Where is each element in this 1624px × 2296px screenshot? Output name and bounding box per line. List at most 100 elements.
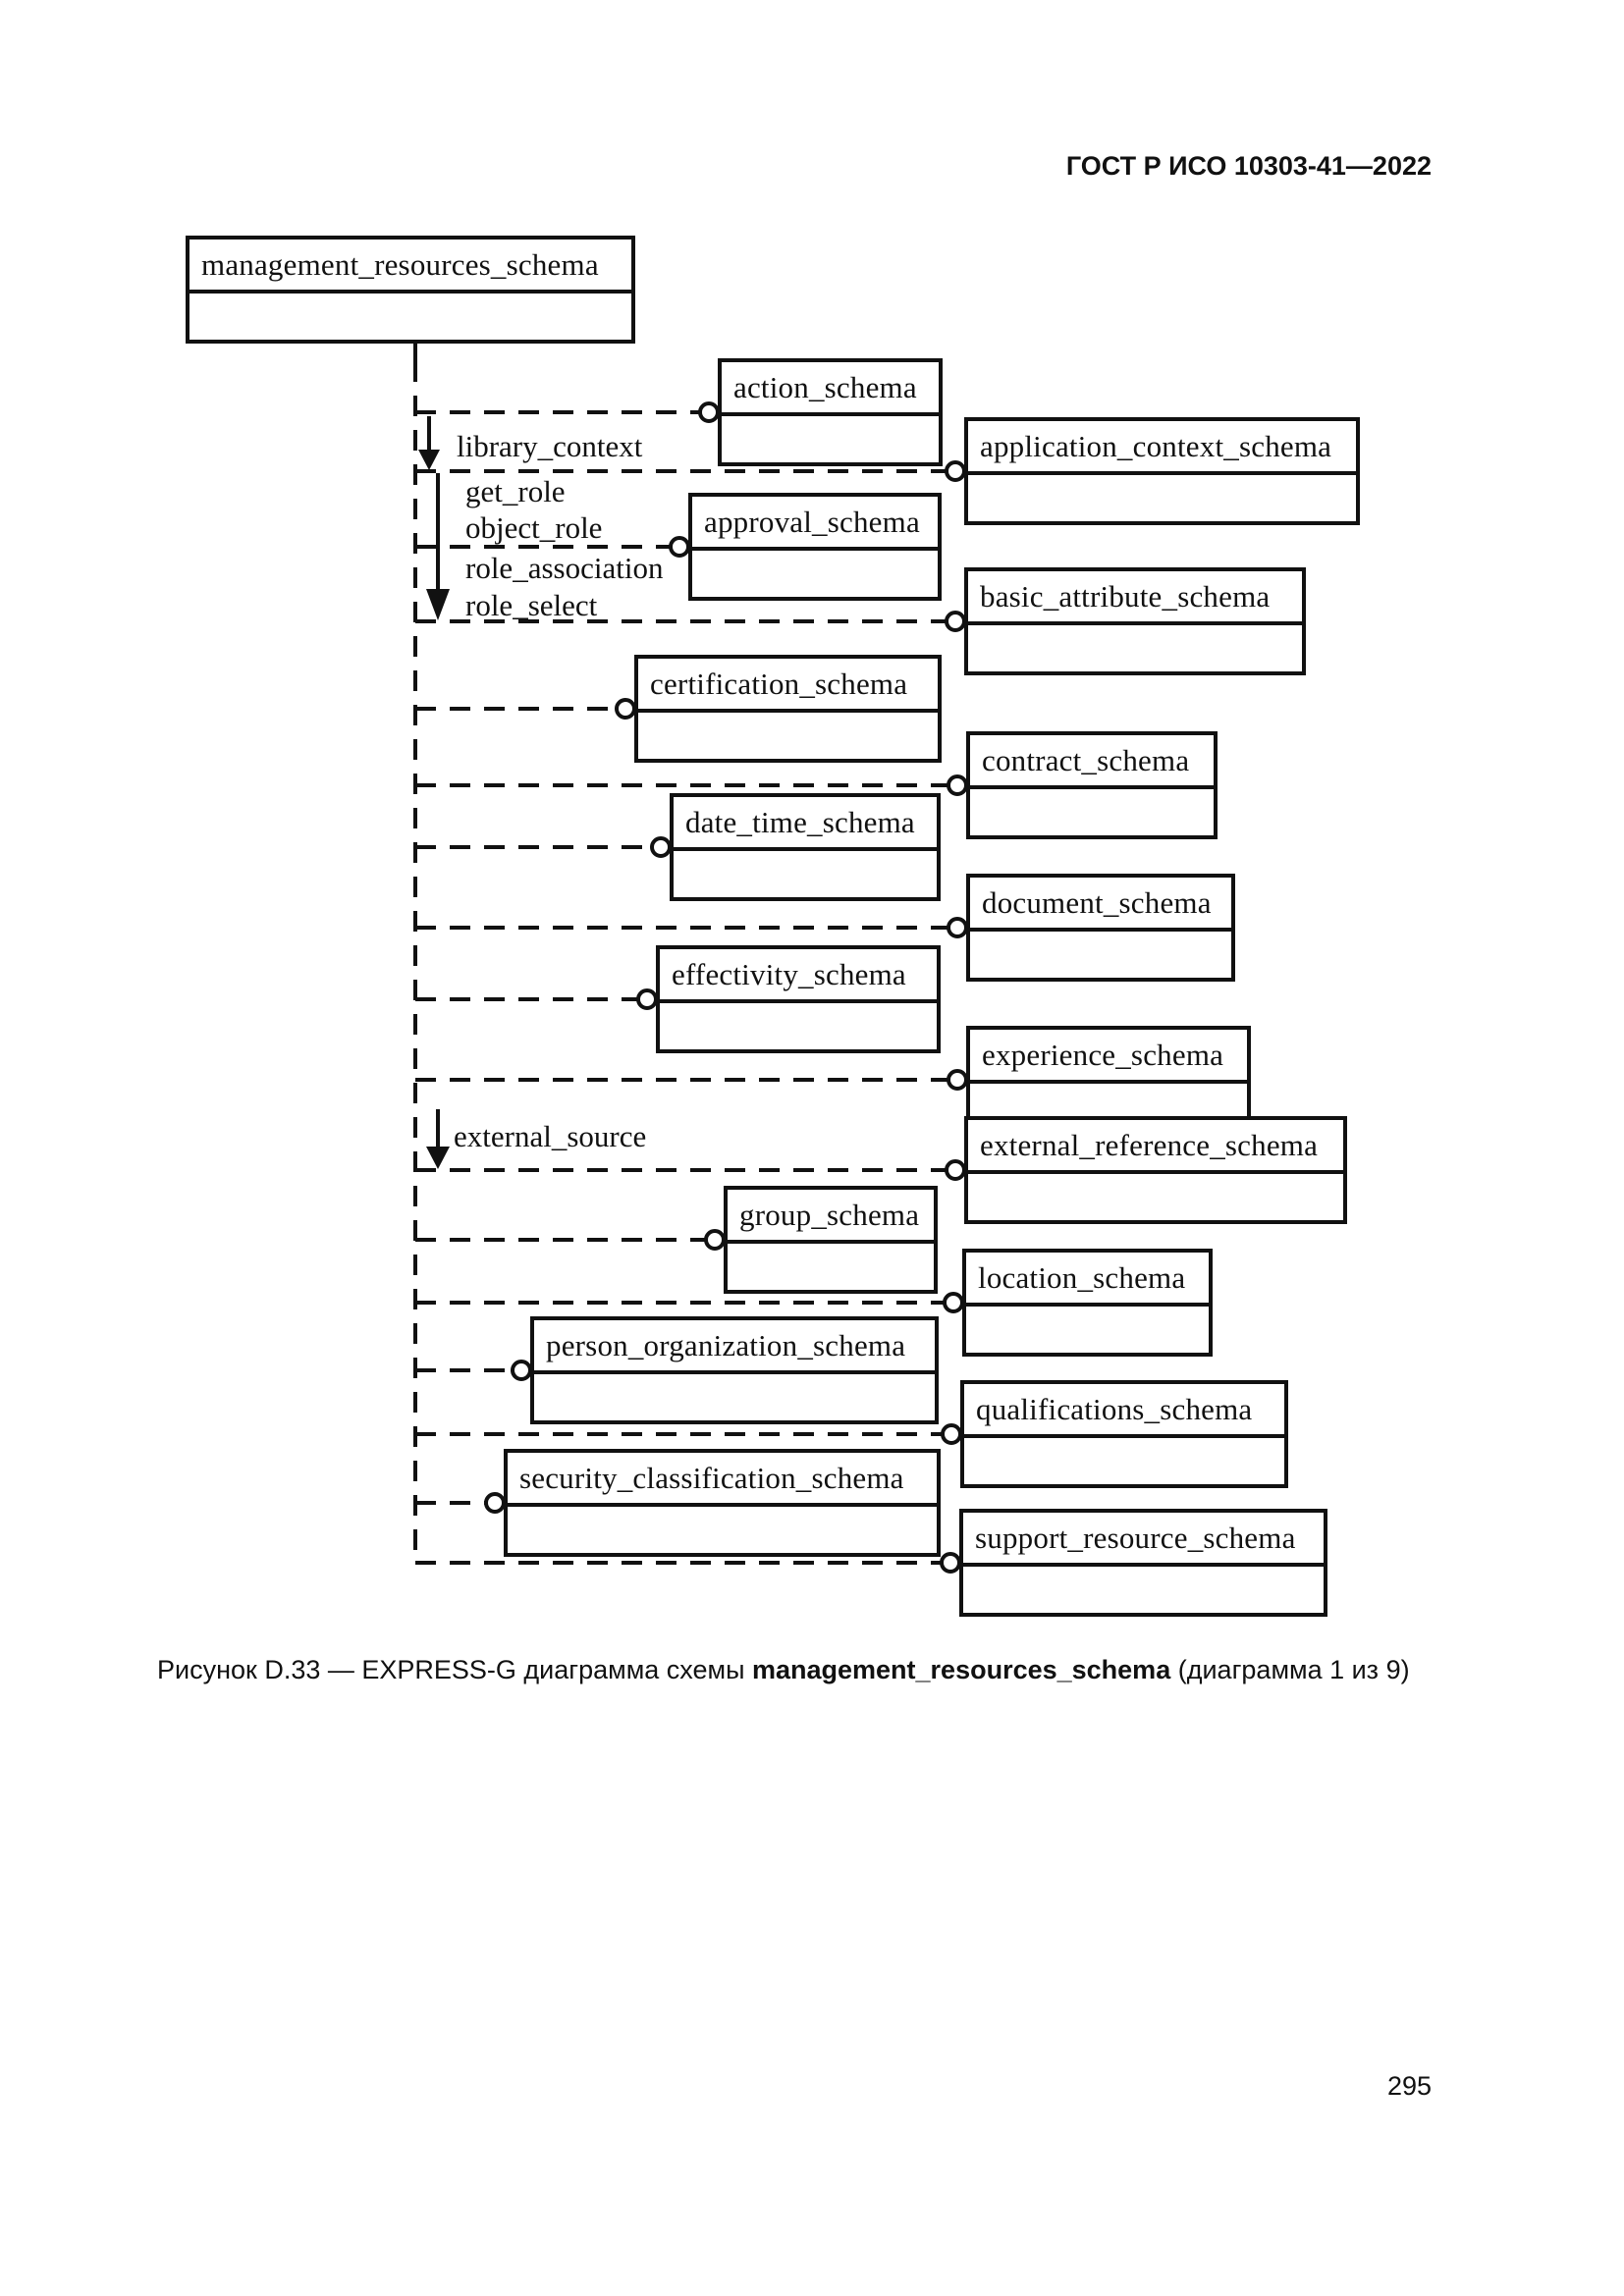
schema-box-title: effectivity_schema — [660, 949, 937, 1003]
schema-box-title: qualifications_schema — [964, 1384, 1284, 1438]
schema-box-title: date_time_schema — [674, 797, 937, 851]
interface-circle-effectivity-schema — [636, 988, 658, 1010]
schema-box-title: security_classification_schema — [508, 1453, 937, 1507]
interface-circle-support-resource-schema — [940, 1552, 961, 1574]
schema-label: management_resources_schema — [201, 246, 599, 282]
schema-box-qualifications: qualifications_schema — [960, 1380, 1288, 1488]
schema-label: person_organization_schema — [546, 1327, 906, 1362]
schema-box-body — [964, 1438, 1284, 1484]
schema-box-title: application_context_schema — [968, 421, 1356, 475]
interface-circle-action-schema — [698, 401, 720, 423]
schema-label: support_resource_schema — [975, 1520, 1296, 1555]
arrowhead-roles-icon — [426, 589, 450, 620]
schema-box-management-resources: management_resources_schema — [186, 236, 635, 344]
schema-label: qualifications_schema — [976, 1391, 1253, 1426]
ref-label-library-context: library_context — [457, 429, 643, 463]
schema-box-location: location_schema — [962, 1249, 1213, 1357]
schema-box-group: group_schema — [724, 1186, 938, 1294]
schema-box-contract: contract_schema — [966, 731, 1218, 839]
schema-box-title: management_resources_schema — [189, 240, 631, 294]
interface-circle-document-schema — [947, 917, 968, 938]
schema-box-certification: certification_schema — [634, 655, 942, 763]
schema-box-body — [968, 1174, 1343, 1220]
schema-box-body — [534, 1374, 935, 1420]
arrowhead-external-source-icon — [426, 1147, 450, 1169]
schema-box-title: contract_schema — [970, 735, 1214, 789]
schema-box-title: certification_schema — [638, 659, 938, 713]
schema-label: effectivity_schema — [672, 956, 906, 991]
caption-schema-name: management_resources_schema — [751, 1655, 1171, 1684]
schema-box-action: action_schema — [718, 358, 943, 466]
schema-box-title: location_schema — [966, 1253, 1209, 1307]
schema-box-title: external_reference_schema — [968, 1120, 1343, 1174]
arrowhead-library-context-icon — [418, 450, 440, 470]
schema-box-basic-attribute: basic_attribute_schema — [964, 567, 1306, 675]
schema-box-title: experience_schema — [970, 1030, 1247, 1084]
interface-circle-qualifications-schema — [941, 1423, 962, 1445]
interface-circle-certification-schema — [615, 698, 636, 720]
schema-box-body — [692, 551, 938, 597]
schema-box-body — [660, 1003, 937, 1049]
interface-circle-location-schema — [943, 1292, 964, 1313]
schema-box-body — [970, 932, 1231, 978]
ref-label-external-source: external_source — [454, 1119, 647, 1153]
schema-box-body — [966, 1307, 1209, 1353]
schema-box-title: basic_attribute_schema — [968, 571, 1302, 625]
schema-label: basic_attribute_schema — [980, 578, 1271, 614]
page-number: 295 — [1386, 2071, 1432, 2101]
interface-circle-contract-schema — [947, 774, 968, 796]
schema-box-title: person_organization_schema — [534, 1320, 935, 1374]
schema-label: security_classification_schema — [519, 1460, 904, 1495]
schema-box-date-time: date_time_schema — [670, 793, 941, 901]
interface-circle-experience-schema — [947, 1069, 968, 1091]
interface-circle-external-reference-schema — [945, 1159, 966, 1181]
schema-label: certification_schema — [650, 666, 908, 701]
interface-circle-person-organization-schema — [511, 1360, 532, 1381]
schema-label: experience_schema — [982, 1037, 1224, 1072]
ref-label-object-role: object_role — [465, 510, 603, 545]
schema-box-title: document_schema — [970, 878, 1231, 932]
schema-box-body — [722, 416, 939, 462]
schema-box-document: document_schema — [966, 874, 1235, 982]
interface-circle-application-context-schema — [945, 460, 966, 482]
interface-circle-security-classification-schema — [484, 1492, 506, 1514]
schema-box-body — [508, 1507, 937, 1553]
schema-box-title: approval_schema — [692, 497, 938, 551]
caption-suffix: (диаграмма 1 из 9) — [1170, 1655, 1410, 1684]
schema-box-body — [968, 475, 1356, 521]
schema-box-body — [189, 294, 631, 340]
schema-box-body — [970, 789, 1214, 835]
schema-box-body — [728, 1244, 934, 1290]
schema-box-title: group_schema — [728, 1190, 934, 1244]
schema-label: location_schema — [978, 1259, 1186, 1295]
interface-circle-basic-attribute-schema — [945, 611, 966, 632]
schema-box-security-classification: security_classification_schema — [504, 1449, 941, 1557]
schema-box-support-resource: support_resource_schema — [959, 1509, 1327, 1617]
schema-label: application_context_schema — [980, 428, 1332, 463]
ref-label-get-role: get_role — [465, 474, 566, 508]
schema-box-external-reference: external_reference_schema — [964, 1116, 1347, 1224]
interface-circle-date-time-schema — [650, 836, 672, 858]
interface-circle-group-schema — [704, 1229, 726, 1251]
caption-prefix: Рисунок D.33 — EXPRESS-G диаграмма схемы — [157, 1655, 752, 1684]
schema-box-title: support_resource_schema — [963, 1513, 1324, 1567]
interface-circle-approval-schema — [669, 536, 690, 558]
schema-label: contract_schema — [982, 742, 1190, 777]
schema-box-body — [968, 625, 1302, 671]
schema-box-body — [638, 713, 938, 759]
schema-box-effectivity: effectivity_schema — [656, 945, 941, 1053]
schema-box-person-organization: person_organization_schema — [530, 1316, 939, 1424]
schema-label: group_schema — [739, 1197, 920, 1232]
schema-box-title: action_schema — [722, 362, 939, 416]
schema-box-body — [963, 1567, 1324, 1613]
ref-label-role-select: role_select — [465, 588, 598, 622]
schema-box-approval: approval_schema — [688, 493, 942, 601]
schema-box-application-context: application_context_schema — [964, 417, 1360, 525]
schema-label: approval_schema — [704, 504, 920, 539]
schema-label: document_schema — [982, 884, 1212, 920]
schema-box-body — [674, 851, 937, 897]
page-header: ГОСТ Р ИСО 10303-41—2022 — [1065, 151, 1432, 181]
schema-label: action_schema — [733, 369, 917, 404]
figure-caption: Рисунок D.33 — EXPRESS-G диаграмма схемы… — [157, 1655, 1410, 1685]
